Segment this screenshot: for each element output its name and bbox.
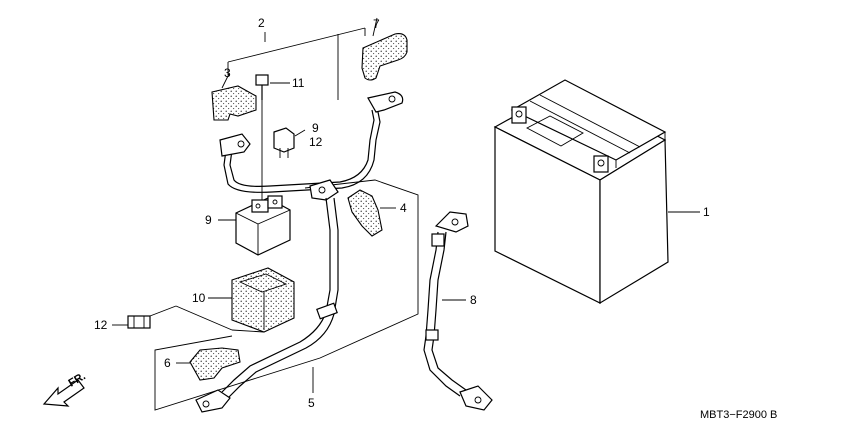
cable-group-bracket-5 <box>154 179 419 411</box>
fuse-9 <box>273 127 306 158</box>
battery <box>493 79 700 305</box>
spare-fuse-12 <box>112 305 265 333</box>
terminal-cover-3 <box>211 73 257 121</box>
label-part-10: 10 <box>192 291 206 305</box>
label-part-2: 2 <box>258 16 265 30</box>
bolt-11 <box>255 74 290 200</box>
label-part-8: 8 <box>470 293 477 307</box>
label-part-7: 7 <box>373 17 380 31</box>
label-part-4: 4 <box>400 201 407 215</box>
starter-relay-9 <box>218 195 291 256</box>
terminal-cap-4 <box>347 189 396 237</box>
harness-bracket-lines <box>227 27 366 100</box>
label-part-1: 1 <box>703 205 710 219</box>
terminal-cap-7 <box>361 17 408 81</box>
label-part-3: 3 <box>224 66 231 80</box>
label-part-6: 6 <box>164 356 171 370</box>
terminal-boot-6 <box>176 347 241 381</box>
diagram-code: MBT3−F2900 B <box>700 409 777 421</box>
front-marker-text: FR. <box>66 370 87 389</box>
front-direction-arrow <box>42 379 85 407</box>
label-part-12-upper: 12 <box>309 135 323 149</box>
positive-cable-2 <box>219 91 404 193</box>
negative-cable-8 <box>423 211 493 411</box>
label-part-9-relay: 9 <box>205 213 212 227</box>
label-part-11: 11 <box>292 76 305 90</box>
label-part-5: 5 <box>308 396 315 410</box>
label-part-9-fuse: 9 <box>312 121 319 135</box>
starter-cable-5 <box>195 179 339 413</box>
relay-cover-10 <box>208 267 295 333</box>
label-part-12-lower: 12 <box>94 318 108 332</box>
